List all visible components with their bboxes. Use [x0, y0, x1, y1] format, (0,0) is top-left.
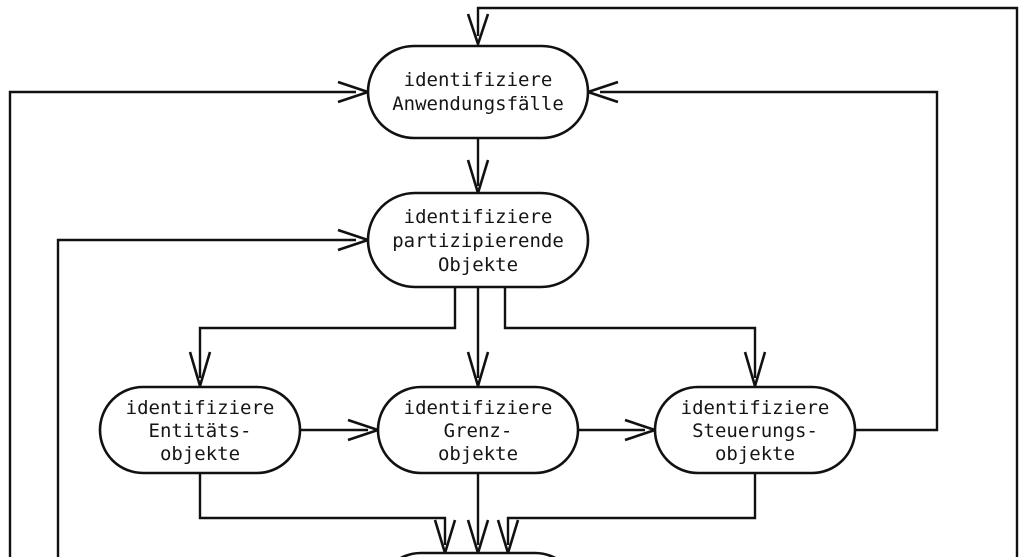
node-anwendungsfaelle-line1: identifiziere	[404, 69, 553, 91]
edge-feedback-steuerungs-to-anwendungsfaelle	[583, 80, 939, 432]
node-steuerungsobjekte-shape	[653, 385, 857, 475]
node-partizipierende-objekte-line1: identifiziere	[404, 206, 553, 228]
edge-entitaets-to-bottom	[198, 472, 457, 557]
edges-group	[8, 6, 1019, 557]
edge-steuerungs-to-bottom	[496, 472, 757, 557]
edge-partizipierende-to-steuerungs	[503, 287, 767, 391]
node-partizipierende-objekte-line3: Objekte	[438, 254, 518, 276]
node-anwendungsfaelle-shape	[366, 44, 590, 140]
node-partizipierende-objekte-shape	[366, 191, 590, 289]
node-grenzobjekte-line3: objekte	[438, 443, 518, 465]
edge-feedback-top-to-anwendungsfaelle	[466, 6, 1019, 557]
node-entitaetsobjekte-line1: identifiziere	[126, 397, 275, 419]
node-entitaetsobjekte-line2: Entitäts-	[149, 420, 252, 442]
edge-partizipierende-to-grenz	[466, 287, 490, 391]
node-steuerungsobjekte[interactable]: identifiziere Steuerungs- objekte	[653, 385, 857, 475]
edge-feedback-outer-left-to-anwendungsfaelle	[8, 80, 373, 557]
node-entitaetsobjekte-line3: objekte	[160, 443, 240, 465]
node-anwendungsfaelle-line2: Anwendungsfälle	[392, 93, 564, 115]
edge-partizipierende-to-entitaets	[188, 287, 457, 391]
edge-grenz-to-bottom	[466, 472, 490, 557]
node-grenzobjekte-shape	[376, 385, 580, 475]
node-grenzobjekte-line1: identifiziere	[404, 397, 553, 419]
node-bottom-cropped[interactable]	[378, 551, 578, 557]
node-partizipierende-objekte-line2: partizipierende	[392, 230, 564, 252]
edge-grenz-to-steuerungs	[578, 418, 660, 442]
node-grenzobjekte-line2: Grenz-	[444, 420, 513, 442]
node-anwendungsfaelle[interactable]: identifiziere Anwendungsfälle	[366, 44, 590, 140]
node-grenzobjekte[interactable]: identifiziere Grenz- objekte	[376, 385, 580, 475]
node-entitaetsobjekte-shape	[98, 385, 302, 475]
node-steuerungsobjekte-line1: identifiziere	[681, 397, 830, 419]
edge-entitaets-to-grenz	[300, 418, 383, 442]
node-steuerungsobjekte-line2: Steuerungs-	[692, 420, 818, 442]
node-bottom-cropped-shape	[400, 551, 556, 557]
nodes-group: identifiziere Anwendungsfälle identifizi…	[98, 44, 857, 557]
node-partizipierende-objekte[interactable]: identifiziere partizipierende Objekte	[366, 191, 590, 289]
edge-anwendungsfaelle-to-partizipierende	[466, 138, 490, 198]
node-entitaetsobjekte[interactable]: identifiziere Entitäts- objekte	[98, 385, 302, 475]
node-steuerungsobjekte-line3: objekte	[715, 443, 795, 465]
